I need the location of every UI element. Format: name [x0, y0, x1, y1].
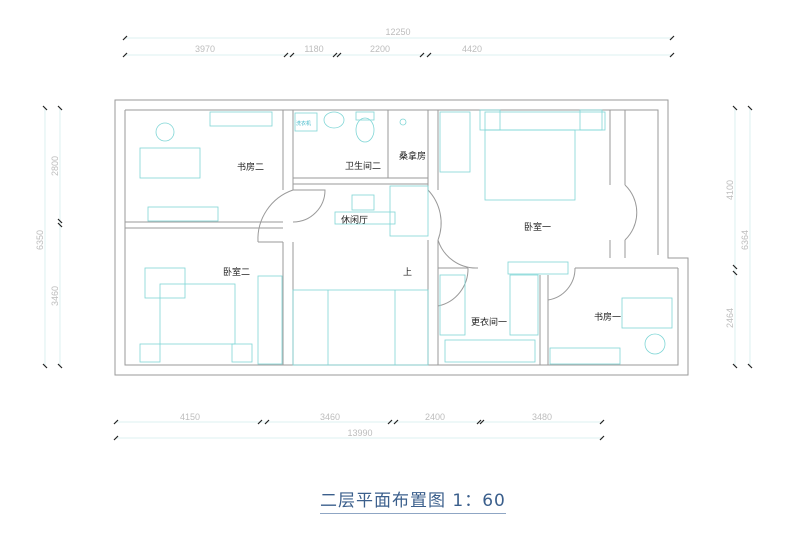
dim-top-1: 3970 — [195, 44, 215, 54]
label-sauna: 桑拿房 — [399, 150, 426, 162]
dim-top-2: 1180 — [304, 44, 323, 54]
top-dimensions: 12250 3970 1180 2200 4420 — [122, 27, 675, 58]
walls — [114, 99, 689, 376]
right-dimensions: 4100 2464 6364 — [725, 105, 753, 369]
dim-left-total: 6350 — [35, 230, 45, 250]
dim-top-3: 2200 — [370, 44, 390, 54]
furniture — [139, 109, 673, 366]
washing-machine — [294, 112, 318, 132]
dim-right-1: 4100 — [725, 180, 735, 200]
dim-left-2: 3460 — [50, 286, 60, 306]
left-dimensions: 6350 2800 3460 — [35, 105, 63, 369]
bottom-dimensions: 4150 3460 2400 3480 13990 — [113, 412, 605, 441]
dim-right-2: 2464 — [725, 308, 735, 328]
label-stairs-up: 上 — [403, 267, 412, 278]
dim-bottom-3: 2400 — [425, 412, 445, 422]
label-bedroom2: 卧室二 — [223, 266, 250, 278]
label-bath2: 卫生间二 — [345, 160, 381, 172]
dim-left-1: 2800 — [50, 156, 60, 176]
doors — [257, 184, 638, 307]
dim-bottom-total: 13990 — [347, 428, 372, 438]
dim-bottom-1: 4150 — [180, 412, 200, 422]
label-washer: 洗衣机 — [296, 120, 311, 127]
label-dressing1: 更衣间一 — [471, 316, 507, 328]
label-study1: 书房一 — [594, 311, 621, 323]
dim-bottom-2: 3460 — [320, 412, 340, 422]
dim-right-total: 6364 — [740, 230, 750, 250]
label-lounge: 休闲厅 — [341, 214, 368, 226]
dim-top-4: 4420 — [462, 44, 482, 54]
dim-bottom-4: 3480 — [532, 412, 552, 422]
dim-top-total: 12250 — [385, 27, 410, 37]
room-labels: 书房二 卫生间二 桑拿房 休闲厅 卧室一 卧室二 上 更衣间一 书房一 洗衣机 — [223, 120, 621, 328]
label-study2: 书房二 — [237, 161, 264, 173]
label-bedroom1: 卧室一 — [524, 221, 551, 233]
drawing-title: 二层平面布置图 1：60 — [320, 486, 506, 514]
